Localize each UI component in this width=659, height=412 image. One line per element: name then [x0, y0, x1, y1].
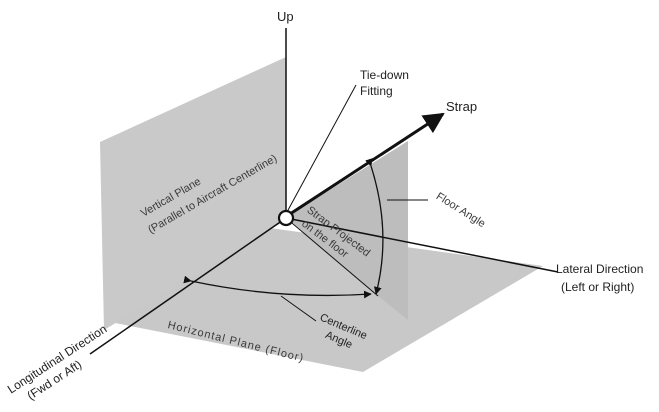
svg-text:Floor Angle: Floor Angle — [434, 190, 488, 230]
lateral-axis — [285, 217, 559, 273]
horizontal-plane — [110, 228, 543, 372]
tie-down-label-line1: Tie-down — [360, 68, 409, 82]
strap-label: Strap — [446, 99, 477, 114]
tie-down-fitting-icon — [277, 209, 295, 227]
lateral-direction-label-line2: (Left or Right) — [561, 280, 634, 294]
longitudinal-direction-label: Longitudinal Direction (Fwd or Aft) — [5, 322, 109, 403]
tie-down-leader — [286, 84, 357, 213]
vertical-plane — [100, 57, 286, 330]
tie-down-label-line2: Fitting — [360, 84, 393, 98]
floor-angle-arc — [365, 158, 384, 295]
floor-angle-label: Floor Angle — [434, 190, 488, 230]
centerline-angle-leader — [280, 295, 317, 322]
up-label: Up — [277, 9, 294, 24]
lateral-direction-label-line1: Lateral Direction — [556, 262, 643, 276]
centerline-angle-arc — [183, 275, 372, 299]
